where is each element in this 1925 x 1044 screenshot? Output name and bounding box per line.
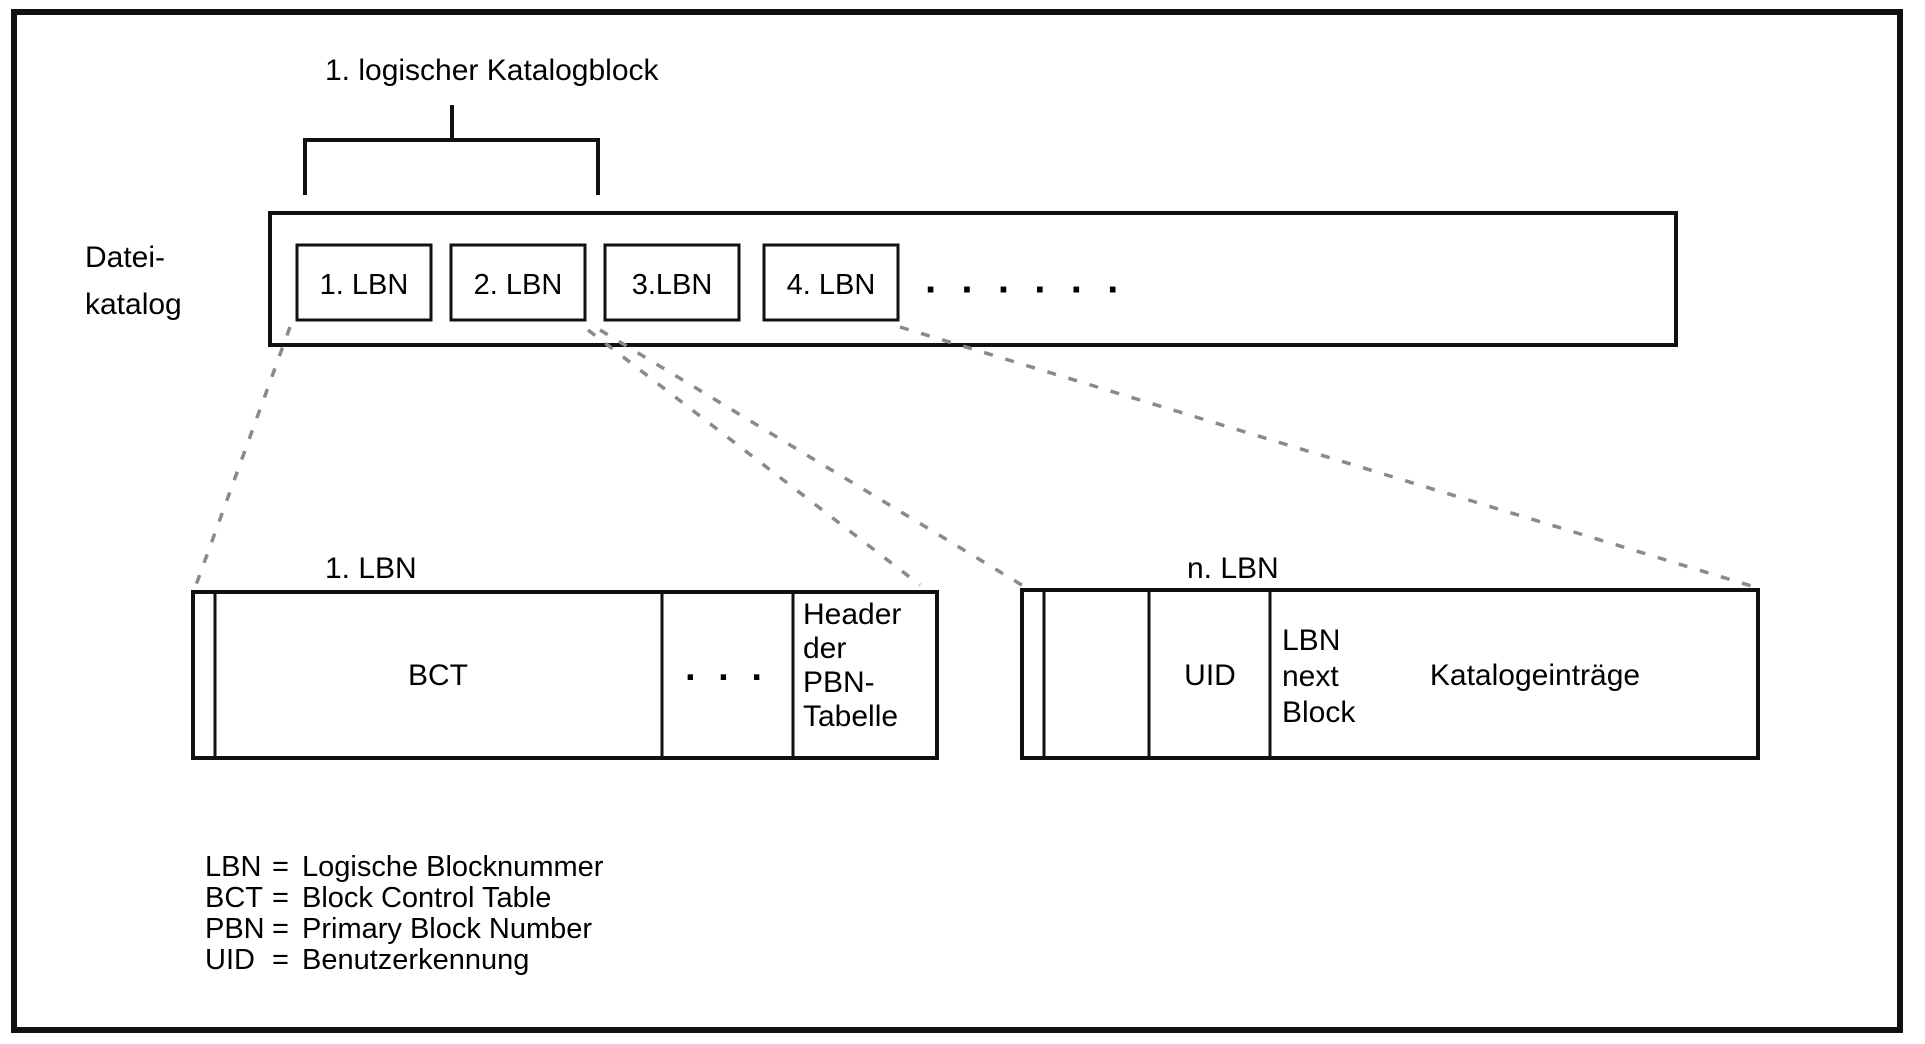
catalog-entry-box-4[interactable] <box>762 243 900 322</box>
block-nth-cell-next-line3: Block <box>1282 696 1356 729</box>
legend-text-2: Primary Block Number <box>302 913 592 945</box>
block-first-cell-header-line3: PBN- <box>803 666 875 699</box>
block-first-cell-bct: BCT <box>408 659 468 692</box>
block-nth-cell-uid: UID <box>1184 659 1236 692</box>
legend-eq-0: = <box>272 851 289 883</box>
span-bracket <box>303 138 600 195</box>
catalog-entry-box-3[interactable] <box>603 243 741 322</box>
catalog-ellipsis: · · · · · · <box>925 268 1127 312</box>
legend-eq-1: = <box>272 882 289 914</box>
block-first-cell-ellipsis: · · · <box>685 657 769 699</box>
legend-abbr-3: UID <box>205 944 255 976</box>
legend-eq-2: = <box>272 913 289 945</box>
block-nth-cell-next-line1: LBN <box>1282 624 1340 657</box>
catalog-entry-box-2[interactable] <box>449 243 587 322</box>
catalog-entry-label-3: 3.LBN <box>632 269 713 301</box>
catalog-label-line1: Datei- <box>85 241 165 274</box>
block-nth-container <box>1020 588 1760 760</box>
legend-abbr-2: PBN <box>205 913 265 945</box>
catalog-entry-label-2: 2. LBN <box>474 269 563 301</box>
block-first-caption: 1. LBN <box>325 552 417 585</box>
catalog-entry-box-1[interactable] <box>295 243 433 322</box>
connector-entry1-to-block1 <box>194 326 292 586</box>
legend-text-0: Logische Blocknummer <box>302 851 604 883</box>
legend-abbr-0: LBN <box>205 851 261 883</box>
outer-frame <box>11 9 1903 1033</box>
legend-text-3: Benutzerkennung <box>302 944 529 976</box>
block-first-cell-header-line4: Tabelle <box>803 700 898 733</box>
heading-logical-catalog-block: 1. logischer Katalogblock <box>325 54 660 87</box>
block-nth-cell-next-line2: next <box>1282 660 1339 693</box>
legend-eq-3: = <box>272 944 289 976</box>
block-first-cell-header-line1: Header <box>803 598 901 631</box>
catalog-label-line2: katalog <box>85 288 182 321</box>
connector-entry4-to-blockn-right <box>899 325 1759 590</box>
file-catalog-container <box>268 211 1678 347</box>
catalog-entry-label-1: 1. LBN <box>320 269 409 301</box>
catalog-entry-label-4: 4. LBN <box>787 269 876 301</box>
block-nth-cell-entries: Katalogeinträge <box>1430 659 1640 692</box>
connector-entry2-to-block1-right <box>586 328 922 587</box>
legend-text-1: Block Control Table <box>302 882 551 914</box>
block-first-cell-header-line2: der <box>803 632 846 665</box>
connector-entry3-to-blockn <box>599 328 1031 592</box>
block-nth-caption: n. LBN <box>1187 552 1279 585</box>
legend-abbr-1: BCT <box>205 882 263 914</box>
block-first-container <box>191 590 939 760</box>
